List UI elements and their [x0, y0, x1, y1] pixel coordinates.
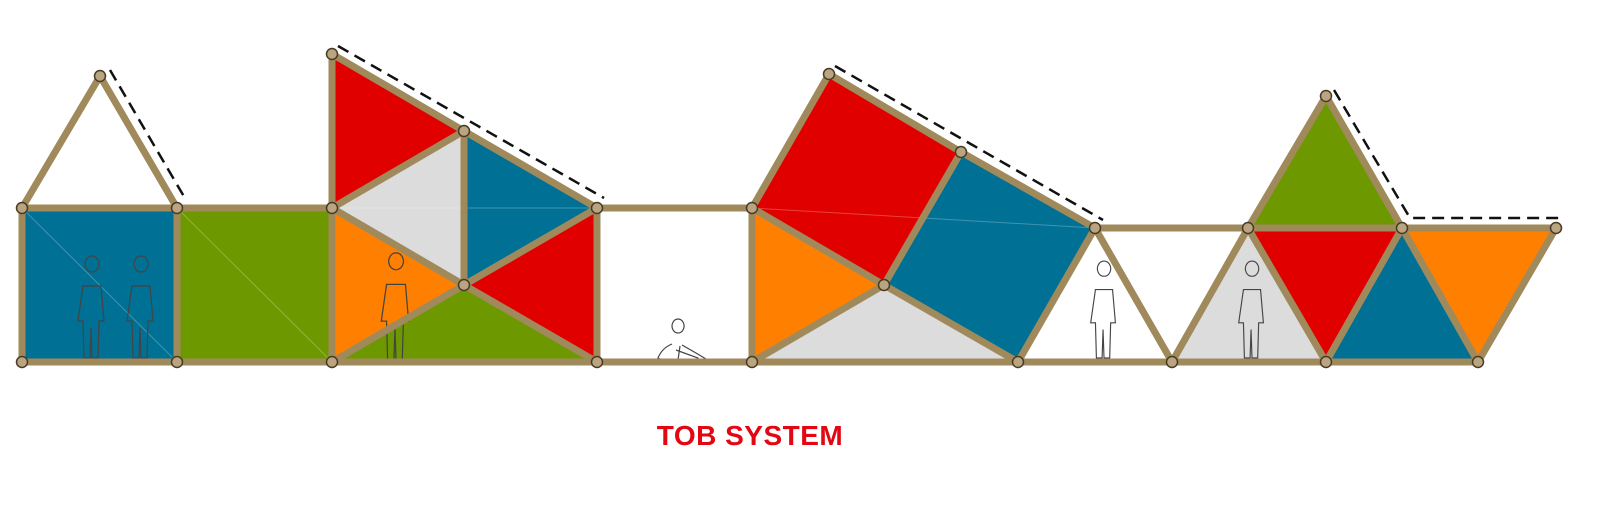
timber-beam — [18, 72, 104, 212]
timber-beam — [825, 70, 965, 156]
joint-node — [1319, 355, 1333, 369]
joint-node — [1319, 89, 1333, 103]
timber-beam — [748, 70, 833, 212]
panel-blue-triangle — [1326, 228, 1478, 362]
panel-red-triangle — [464, 208, 597, 362]
joint-node — [457, 124, 471, 138]
joint-node — [325, 355, 339, 369]
timber-beam — [880, 148, 965, 289]
timber-beam — [328, 204, 468, 289]
dashed-roof-line — [337, 44, 605, 200]
timber-beam — [1474, 224, 1560, 366]
timber-beam — [1168, 224, 1252, 366]
panel-green-triangle — [332, 285, 597, 362]
joint-node — [590, 201, 604, 215]
joint-node — [745, 201, 759, 215]
panel-grey-triangle — [332, 131, 464, 285]
dashed-roof-lines — [108, 44, 1560, 222]
timber-frame — [18, 50, 1560, 366]
panel-grey-triangle — [1172, 228, 1326, 362]
panel-blue-parallelogram — [884, 152, 1095, 362]
panel-blue-square — [22, 208, 177, 362]
diagram-caption: TOB SYSTEM — [656, 420, 844, 451]
timber-beam — [96, 72, 181, 212]
panel-green-triangle — [1248, 96, 1402, 228]
timber-beam — [328, 50, 468, 135]
timber-beam — [328, 281, 468, 366]
panel-fills — [21, 54, 1556, 363]
timber-beam — [1014, 224, 1099, 366]
timber-beam — [328, 127, 468, 212]
joint-node — [1011, 355, 1025, 369]
panel-sheen-line — [176, 207, 333, 363]
human-silhouette-icon — [1090, 260, 1116, 359]
joint-node — [93, 69, 107, 83]
joint-node — [1165, 355, 1179, 369]
joint-node — [1549, 221, 1563, 235]
joint-node — [15, 355, 29, 369]
timber-beam — [460, 281, 601, 366]
timber-beam — [880, 281, 1022, 366]
panel-red-triangle — [1248, 228, 1402, 362]
joint-node — [1471, 355, 1485, 369]
panel-red-parallelogram — [752, 74, 961, 285]
panel-sheen-line — [21, 207, 178, 363]
panel-orange-triangle — [1402, 228, 1556, 362]
timber-beam — [957, 148, 1099, 232]
joint-node — [822, 67, 836, 81]
timber-beam — [1398, 224, 1482, 366]
dashed-roof-line — [108, 69, 188, 201]
timber-beam — [1244, 92, 1330, 232]
joint-node — [325, 47, 339, 61]
frame-joints — [15, 47, 1563, 369]
joint-node — [170, 201, 184, 215]
panel-green-square — [177, 208, 332, 362]
joint-node — [1241, 221, 1255, 235]
timber-beam — [460, 204, 601, 289]
joint-node — [1088, 221, 1102, 235]
joint-node — [745, 355, 759, 369]
dashed-roof-line — [1332, 89, 1560, 220]
joint-node — [15, 201, 29, 215]
timber-beam — [1322, 224, 1406, 366]
panel-grey-triangle — [752, 285, 1018, 362]
joint-node — [1395, 221, 1409, 235]
timber-beam — [1322, 92, 1406, 232]
timber-beam — [748, 281, 888, 366]
joint-node — [877, 278, 891, 292]
panel-blue-triangle — [464, 131, 597, 285]
panel-orange-triangle — [752, 208, 884, 362]
joint-node — [170, 355, 184, 369]
timber-beam — [748, 204, 888, 289]
joint-node — [325, 201, 339, 215]
timber-beam — [460, 127, 601, 212]
joint-node — [457, 278, 471, 292]
timber-beam — [1091, 224, 1176, 366]
dashed-roof-line — [834, 64, 1104, 222]
panel-red-triangle — [332, 54, 464, 208]
human-silhouette-icon — [657, 318, 707, 361]
joint-node — [954, 145, 968, 159]
human-figures — [77, 252, 1264, 361]
timber-beam — [1244, 224, 1330, 366]
joint-node — [590, 355, 604, 369]
